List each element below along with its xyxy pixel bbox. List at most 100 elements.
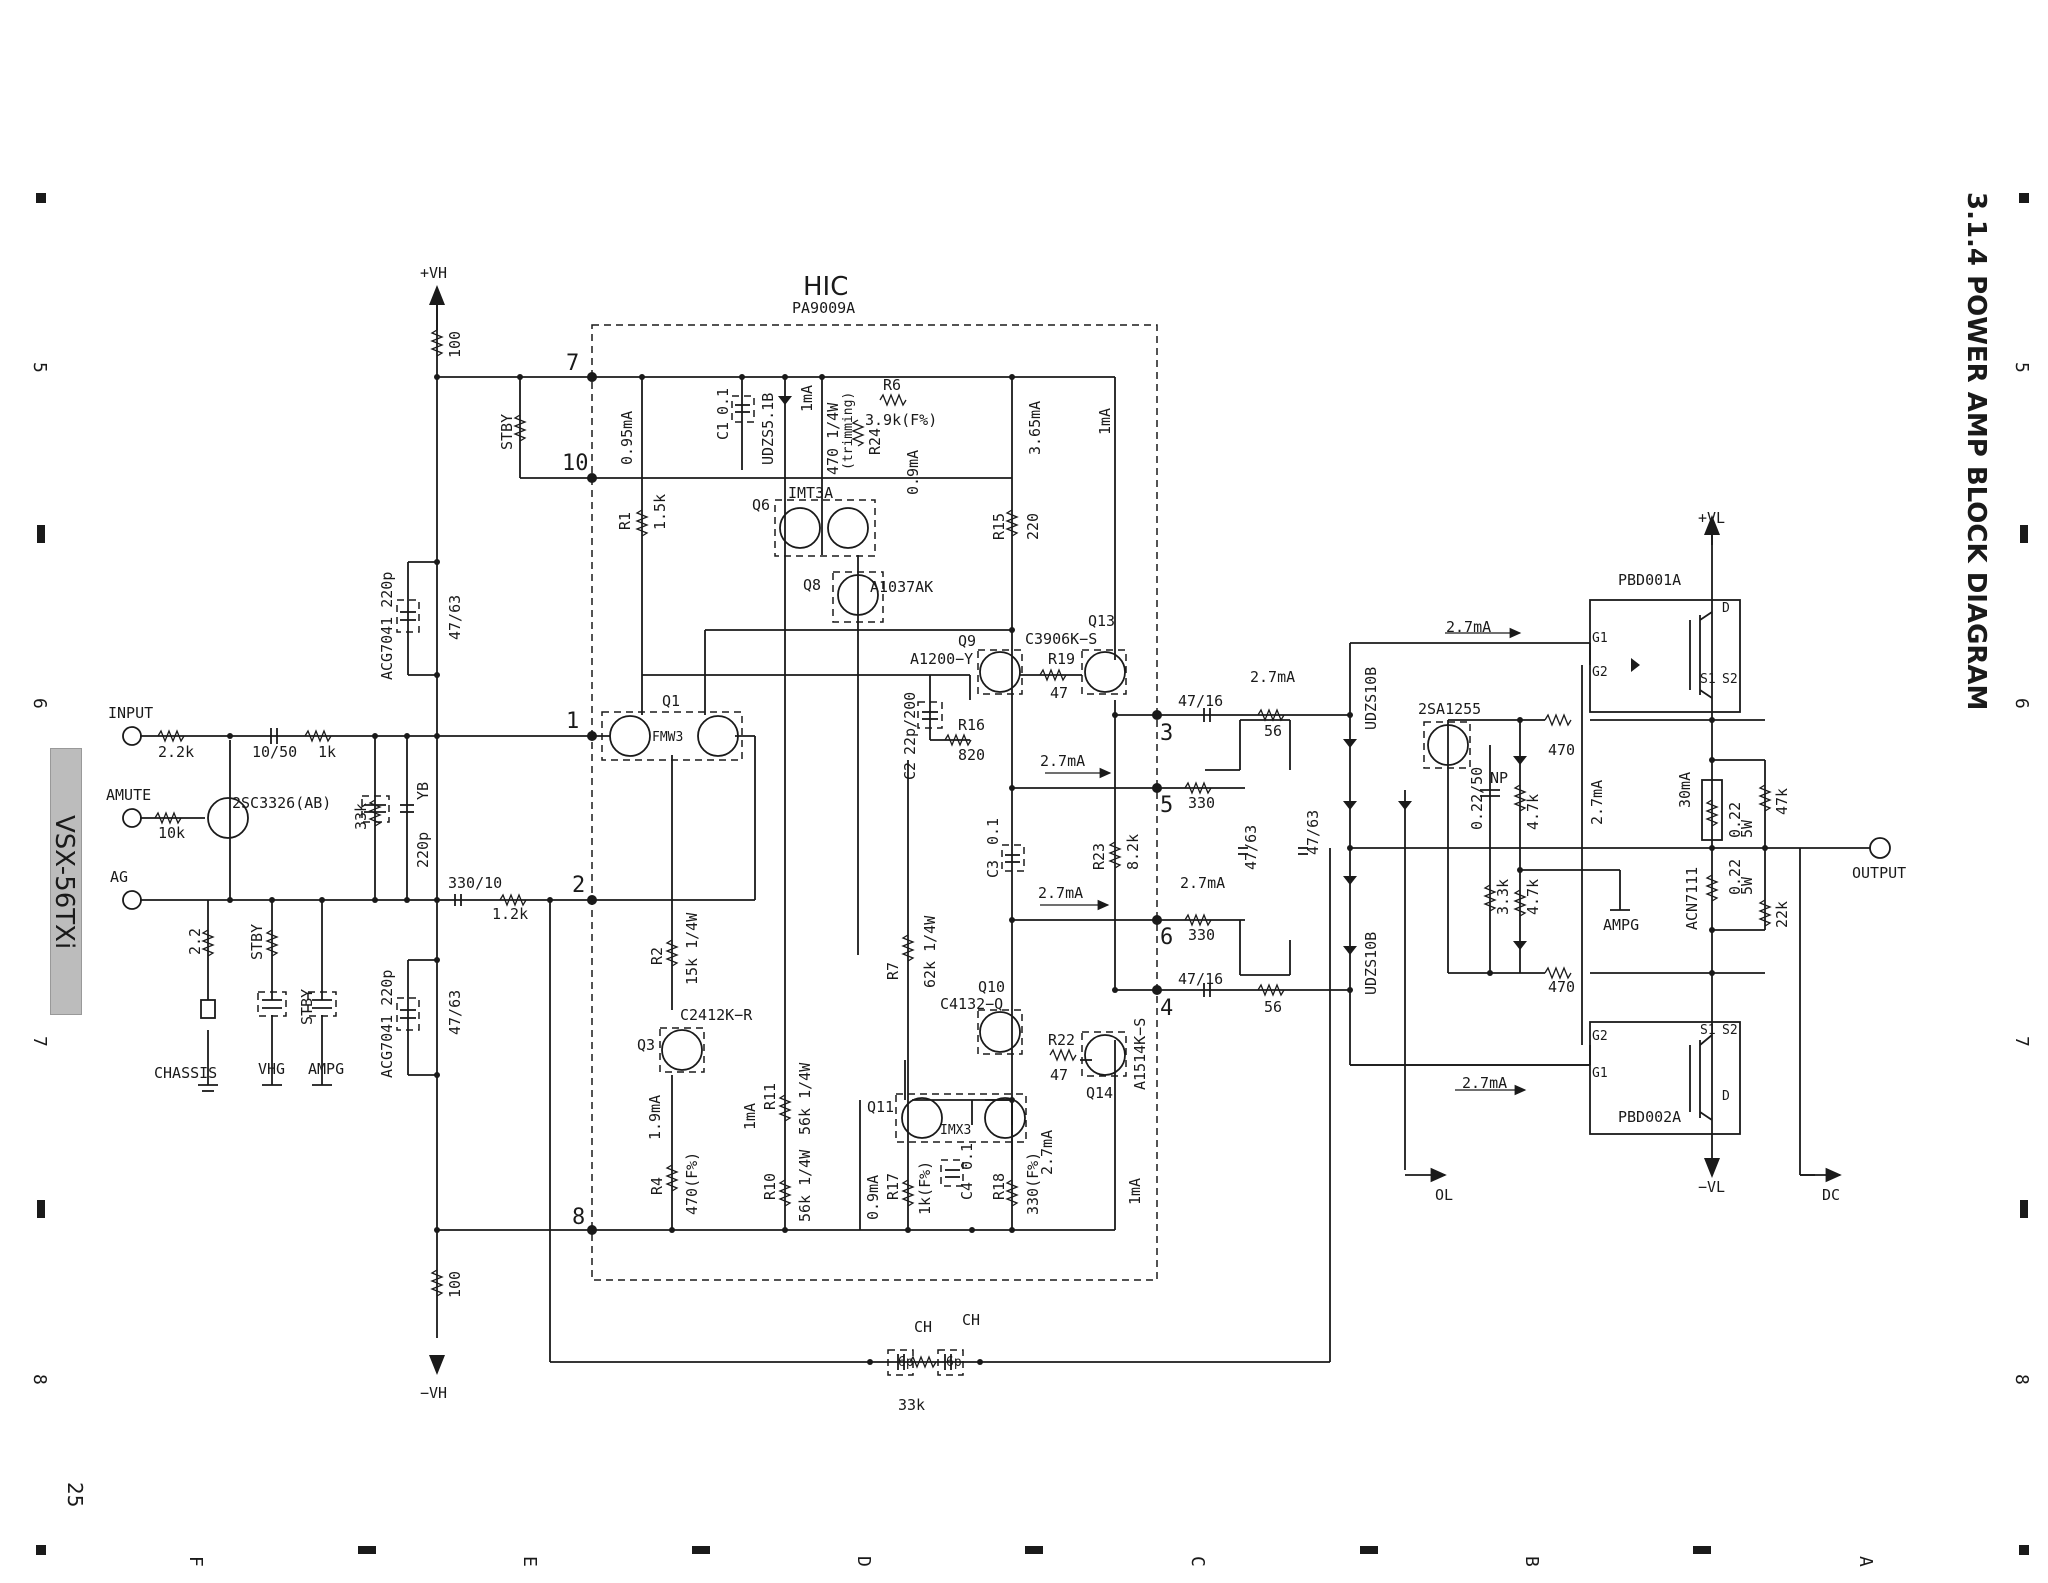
ag-label: AG [110,868,128,886]
c220p-label: 220p [414,832,432,868]
grid-row-5-left: 5 [29,362,50,373]
ch2-label: CH [962,1311,980,1329]
r47ka-label: 4.7k [1524,794,1542,830]
grid-col-b: B [1521,1556,1542,1567]
r17-label: R17 [884,1173,902,1200]
s2b-label: S2 [1722,1023,1738,1038]
r12k-label: 1.2k [492,905,528,923]
imx3-label: IMX3 [940,1123,971,1138]
grid-col-f: F [185,1556,206,1567]
grid-markers [36,193,2029,1555]
c3906-label: C3906K−S [1025,630,1097,648]
udzs10b-bottom-label: UDZS10B [1362,932,1380,995]
vl-neg-label: −VL [1698,1178,1725,1196]
r22-label: 2.2 [186,928,204,955]
r18-label: R18 [990,1173,1008,1200]
c1050-label: 10/50 [252,743,297,761]
q2sa-label: 2SA1255 [1418,700,1481,718]
r1kf-label: 1k(F%) [916,1161,934,1215]
pbd001a-label: PBD001A [1618,571,1681,589]
r47kb-label: 4.7k [1524,879,1542,915]
np-label: NP [1490,769,1508,787]
da-label: D [1722,601,1730,616]
pbd002a-label: PBD002A [1618,1108,1681,1126]
stby-label: STBY [498,414,516,450]
s2a-label: S2 [1722,672,1738,687]
g1a-label: G1 [1592,631,1608,646]
resistors [154,329,1772,1369]
i1ma-c-label: 1mA [741,1103,759,1130]
i27-e-label: 2.7mA [1180,874,1225,892]
r62k-label: 62k 1/4W [921,915,939,988]
r82k-label: 8.2k [1124,834,1142,870]
i30-label: 30mA [1676,772,1694,808]
r022b-label: 0.22 [1726,859,1744,895]
pbd001a-package [1589,599,1741,713]
q1-label: Q1 [662,692,680,710]
trim-label: (trimming) [841,392,856,470]
r22k-label: 2.2k [158,743,194,761]
input-label: INPUT [108,704,153,722]
r100-bottom-label: 100 [446,1271,464,1298]
r33kc-label: 33k [898,1396,925,1414]
r6-label: R6 [883,376,901,394]
i09ma-a-label: 0.9mA [904,450,922,495]
ampg-label-2: AMPG [1603,916,1639,934]
grid-row-8-left: 8 [29,1374,50,1385]
ag-terminal [122,890,142,910]
r470t-label: 470 1/4W [824,402,842,475]
r470a-label: 470 [1548,741,1575,759]
c4763-bottom-label: 47/63 [446,990,464,1035]
r15k14-label: 15k 1/4W [683,912,701,985]
s1b-label: S1 [1700,1023,1716,1038]
g2b-label: G2 [1592,1029,1608,1044]
output-terminal [1869,837,1891,859]
q8-label: Q8 [803,576,821,594]
r022a-label: 0.22 [1726,802,1744,838]
q10-label: Q10 [978,978,1005,996]
r330f-label: 330(F%) [1024,1152,1042,1215]
grid-col-e: E [519,1556,540,1567]
c2412-label: C2412K−R [680,1006,753,1024]
r5wb-label: 5W [1738,876,1756,895]
output-label: OUTPUT [1852,864,1906,882]
c4763d-label: 47/63 [1304,810,1322,855]
q6-label: Q6 [752,496,770,514]
vl-neg-arrow [1704,1158,1720,1178]
vhg-label: VHG [258,1060,285,1078]
grid-col-d: D [853,1556,874,1567]
i365-label: 3.65mA [1026,401,1044,455]
r1k-label: 1k [318,743,336,761]
r2-label: R2 [648,947,666,965]
q3-label: Q3 [637,1036,655,1054]
emitter-resistor [1701,779,1723,841]
g2a-label: G2 [1592,665,1608,680]
udzs51-label: UDZS5.1B [759,393,777,465]
grid-col-c: C [1187,1556,1208,1567]
r56a-label: 56 [1264,722,1282,740]
c4716b-label: 47/16 [1178,970,1223,988]
pbd002a-package [1589,1021,1741,1135]
c1-label: C1 [714,422,732,440]
r23-label: R23 [1090,843,1108,870]
dc-label: DC [1822,1186,1840,1204]
ch1-label: CH [914,1318,932,1336]
r330b-label: 330 [1188,926,1215,944]
g1b-label: G1 [1592,1066,1608,1081]
amute-terminal [122,808,142,828]
imt3a-label: IMT3A [788,484,833,502]
r10k-label: 10k [158,824,185,842]
model-tab [50,748,82,1015]
ampg-label: AMPG [308,1060,344,1078]
r11-label: R11 [761,1083,779,1110]
i27-b-label: 2.7mA [1038,884,1083,902]
acg7041-top-label: ACG7041 220p [378,572,396,680]
i27-g-label: 2.7mA [1462,1074,1507,1092]
i27-d-label: 2.7mA [1250,668,1295,686]
amute-label: AMUTE [106,786,151,804]
r47k-label: 47k [1773,788,1791,815]
r24-label: R24 [866,428,884,455]
udzs10b-top-label: UDZS10B [1362,667,1380,730]
